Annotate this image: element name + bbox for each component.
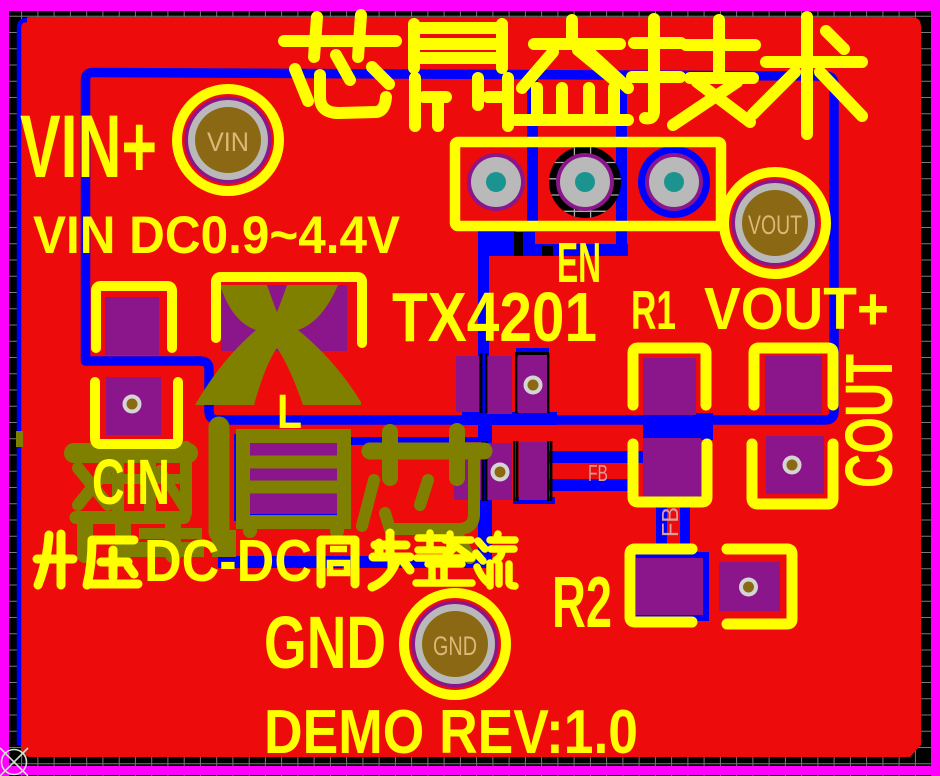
svg-text:GND: GND <box>264 601 386 684</box>
svg-text:EN: EN <box>557 231 601 295</box>
svg-text:VOUT+: VOUT+ <box>704 276 889 342</box>
svg-text:R1: R1 <box>631 279 676 341</box>
svg-text:L: L <box>277 386 302 439</box>
svg-text:DEMO REV:1.0: DEMO REV:1.0 <box>264 698 638 767</box>
svg-text:CIN: CIN <box>92 446 170 518</box>
svg-text:COUT: COUT <box>832 354 907 488</box>
svg-text:DC-DC: DC-DC <box>144 528 312 594</box>
svg-text:FB: FB <box>657 507 683 537</box>
svg-text:VOUT: VOUT <box>748 210 802 240</box>
svg-text:TX4201: TX4201 <box>392 278 597 356</box>
svg-text:FB: FB <box>588 460 608 486</box>
svg-text:VIN DC0.9~4.4V: VIN DC0.9~4.4V <box>33 206 400 265</box>
svg-text:R2: R2 <box>552 563 612 643</box>
svg-text:VIN: VIN <box>207 127 249 157</box>
svg-text:VIN+: VIN+ <box>20 96 157 196</box>
svg-text:GND: GND <box>433 631 477 661</box>
